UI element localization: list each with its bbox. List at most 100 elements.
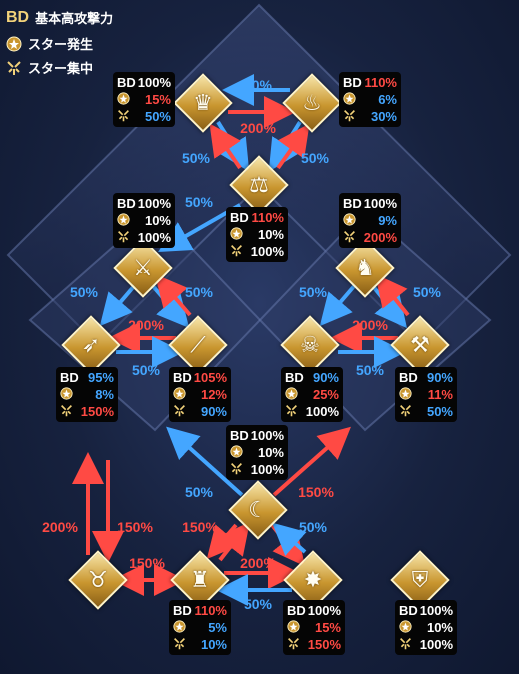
star-focus-value: 100% bbox=[137, 230, 171, 245]
star-gen-row: 10% bbox=[230, 444, 284, 461]
star-focus-value: 150% bbox=[307, 637, 341, 652]
star-focus-icon bbox=[173, 637, 191, 653]
arrow-label-ruler-left: 50% bbox=[184, 194, 214, 210]
star-focus-icon bbox=[399, 404, 417, 420]
star-gen-icon bbox=[399, 619, 417, 636]
bd-abbr: BD bbox=[343, 196, 362, 211]
axe-icon: ⚒ bbox=[410, 332, 430, 358]
star-focus-icon bbox=[117, 230, 135, 246]
star-focus-row: 100% bbox=[230, 243, 284, 260]
lance-icon: ⟋ bbox=[190, 332, 206, 358]
skull-icon: ☠ bbox=[300, 332, 320, 358]
bd-value: 105% bbox=[193, 370, 227, 385]
moon-cancer-icon: ☾ bbox=[248, 497, 268, 523]
bd-value: 95% bbox=[87, 370, 114, 385]
star-gen-icon bbox=[343, 212, 361, 229]
arrow-moon-nw bbox=[166, 426, 244, 497]
arrow-right-ur2 bbox=[375, 273, 410, 317]
bd-value: 100% bbox=[137, 75, 171, 90]
scales-icon: ⚖ bbox=[249, 172, 269, 198]
arrow-label-right-up-left: 50% bbox=[298, 284, 328, 300]
arrow-label-bottom-50-low: 50% bbox=[243, 596, 273, 612]
stat-box-archer: BD 95%8%150% bbox=[56, 367, 118, 422]
arrow-label-bottom-150-a: 150% bbox=[129, 555, 165, 571]
arrows-group bbox=[72, 74, 410, 606]
arrow-top-r-diag-b bbox=[276, 123, 310, 170]
star-focus-icon bbox=[285, 404, 303, 420]
star-gen-row: 6% bbox=[343, 91, 397, 108]
star-focus-icon bbox=[60, 404, 78, 420]
arrow-moon-shield bbox=[206, 523, 240, 560]
star-focus-row: 90% bbox=[173, 403, 227, 420]
arrow-label-moon-left: 50% bbox=[184, 484, 214, 500]
star-gen-row: 25% bbox=[285, 386, 339, 403]
star-gen-value: 6% bbox=[378, 92, 397, 107]
bd-abbr: BD bbox=[399, 603, 418, 618]
star-gen-row: 8% bbox=[60, 386, 114, 403]
bow-icon: ➶ bbox=[81, 332, 101, 358]
star-focus-value: 200% bbox=[363, 230, 397, 245]
star-focus-row: 100% bbox=[230, 461, 284, 478]
star-gen-row: 12% bbox=[173, 386, 227, 403]
arrow-label-left-mid-blue: 50% bbox=[131, 362, 161, 378]
bd-abbr: BD bbox=[6, 8, 30, 26]
star-gen-row: 9% bbox=[343, 212, 397, 229]
star-gen-icon bbox=[285, 386, 303, 403]
star-gen-value: 10% bbox=[257, 227, 284, 242]
star-gen-row: 15% bbox=[287, 619, 341, 636]
star-focus-row: 100% bbox=[285, 403, 339, 420]
star-gen-value: 10% bbox=[426, 620, 453, 635]
bd-abbr: BD bbox=[117, 75, 136, 90]
bd-abbr: BD bbox=[399, 370, 418, 385]
star-gen-row: 10% bbox=[230, 226, 284, 243]
legend-bd: BD 基本高攻撃力 bbox=[6, 8, 113, 27]
star-gen-icon bbox=[287, 619, 305, 636]
bd-value: 110% bbox=[251, 210, 284, 225]
arrow-fore-moon bbox=[272, 522, 307, 556]
star-gen-icon bbox=[343, 91, 361, 108]
bd-value: 90% bbox=[426, 370, 453, 385]
bd-abbr: BD bbox=[60, 370, 79, 385]
bd-label: 基本高攻撃力 bbox=[35, 11, 114, 26]
arrow-moon-ne bbox=[272, 426, 351, 497]
caster-class-icon: ♛ bbox=[193, 90, 213, 116]
arrow-label-top-right-diag: 50% bbox=[300, 150, 330, 166]
star-gen-icon bbox=[117, 91, 135, 108]
star-gen-icon bbox=[230, 444, 248, 461]
arrow-top-l-diag-b bbox=[209, 123, 242, 170]
bd-abbr: BD bbox=[287, 603, 306, 618]
bd-value: 100% bbox=[419, 603, 453, 618]
star-gen-value: 9% bbox=[378, 213, 397, 228]
star-gen-icon bbox=[60, 386, 78, 403]
star-focus-row: 150% bbox=[287, 636, 341, 653]
star-focus-value: 50% bbox=[426, 404, 453, 419]
star-focus-row: 100% bbox=[117, 229, 171, 246]
arrow-label-bottom-mid-150: 150% bbox=[182, 519, 218, 535]
star-focus-icon bbox=[287, 637, 305, 653]
horse-icon: ♞ bbox=[355, 255, 375, 281]
star-gen-icon bbox=[230, 226, 248, 243]
star-focus-label: スター集中 bbox=[28, 61, 94, 76]
star-gen-icon bbox=[173, 619, 191, 636]
star-focus-value: 30% bbox=[370, 109, 397, 124]
star-gen-row: 10% bbox=[117, 212, 171, 229]
star-focus-icon bbox=[230, 244, 248, 260]
crest-icon: ⛨ bbox=[411, 567, 429, 593]
star-focus-value: 100% bbox=[250, 462, 284, 477]
arrow-left-ul bbox=[99, 283, 137, 327]
arrow-label-top-horizontal-blue: 50% bbox=[243, 77, 273, 93]
star-focus-value: 100% bbox=[250, 244, 284, 259]
star-focus-row: 150% bbox=[60, 403, 114, 420]
arrow-left-ur2 bbox=[154, 273, 192, 317]
